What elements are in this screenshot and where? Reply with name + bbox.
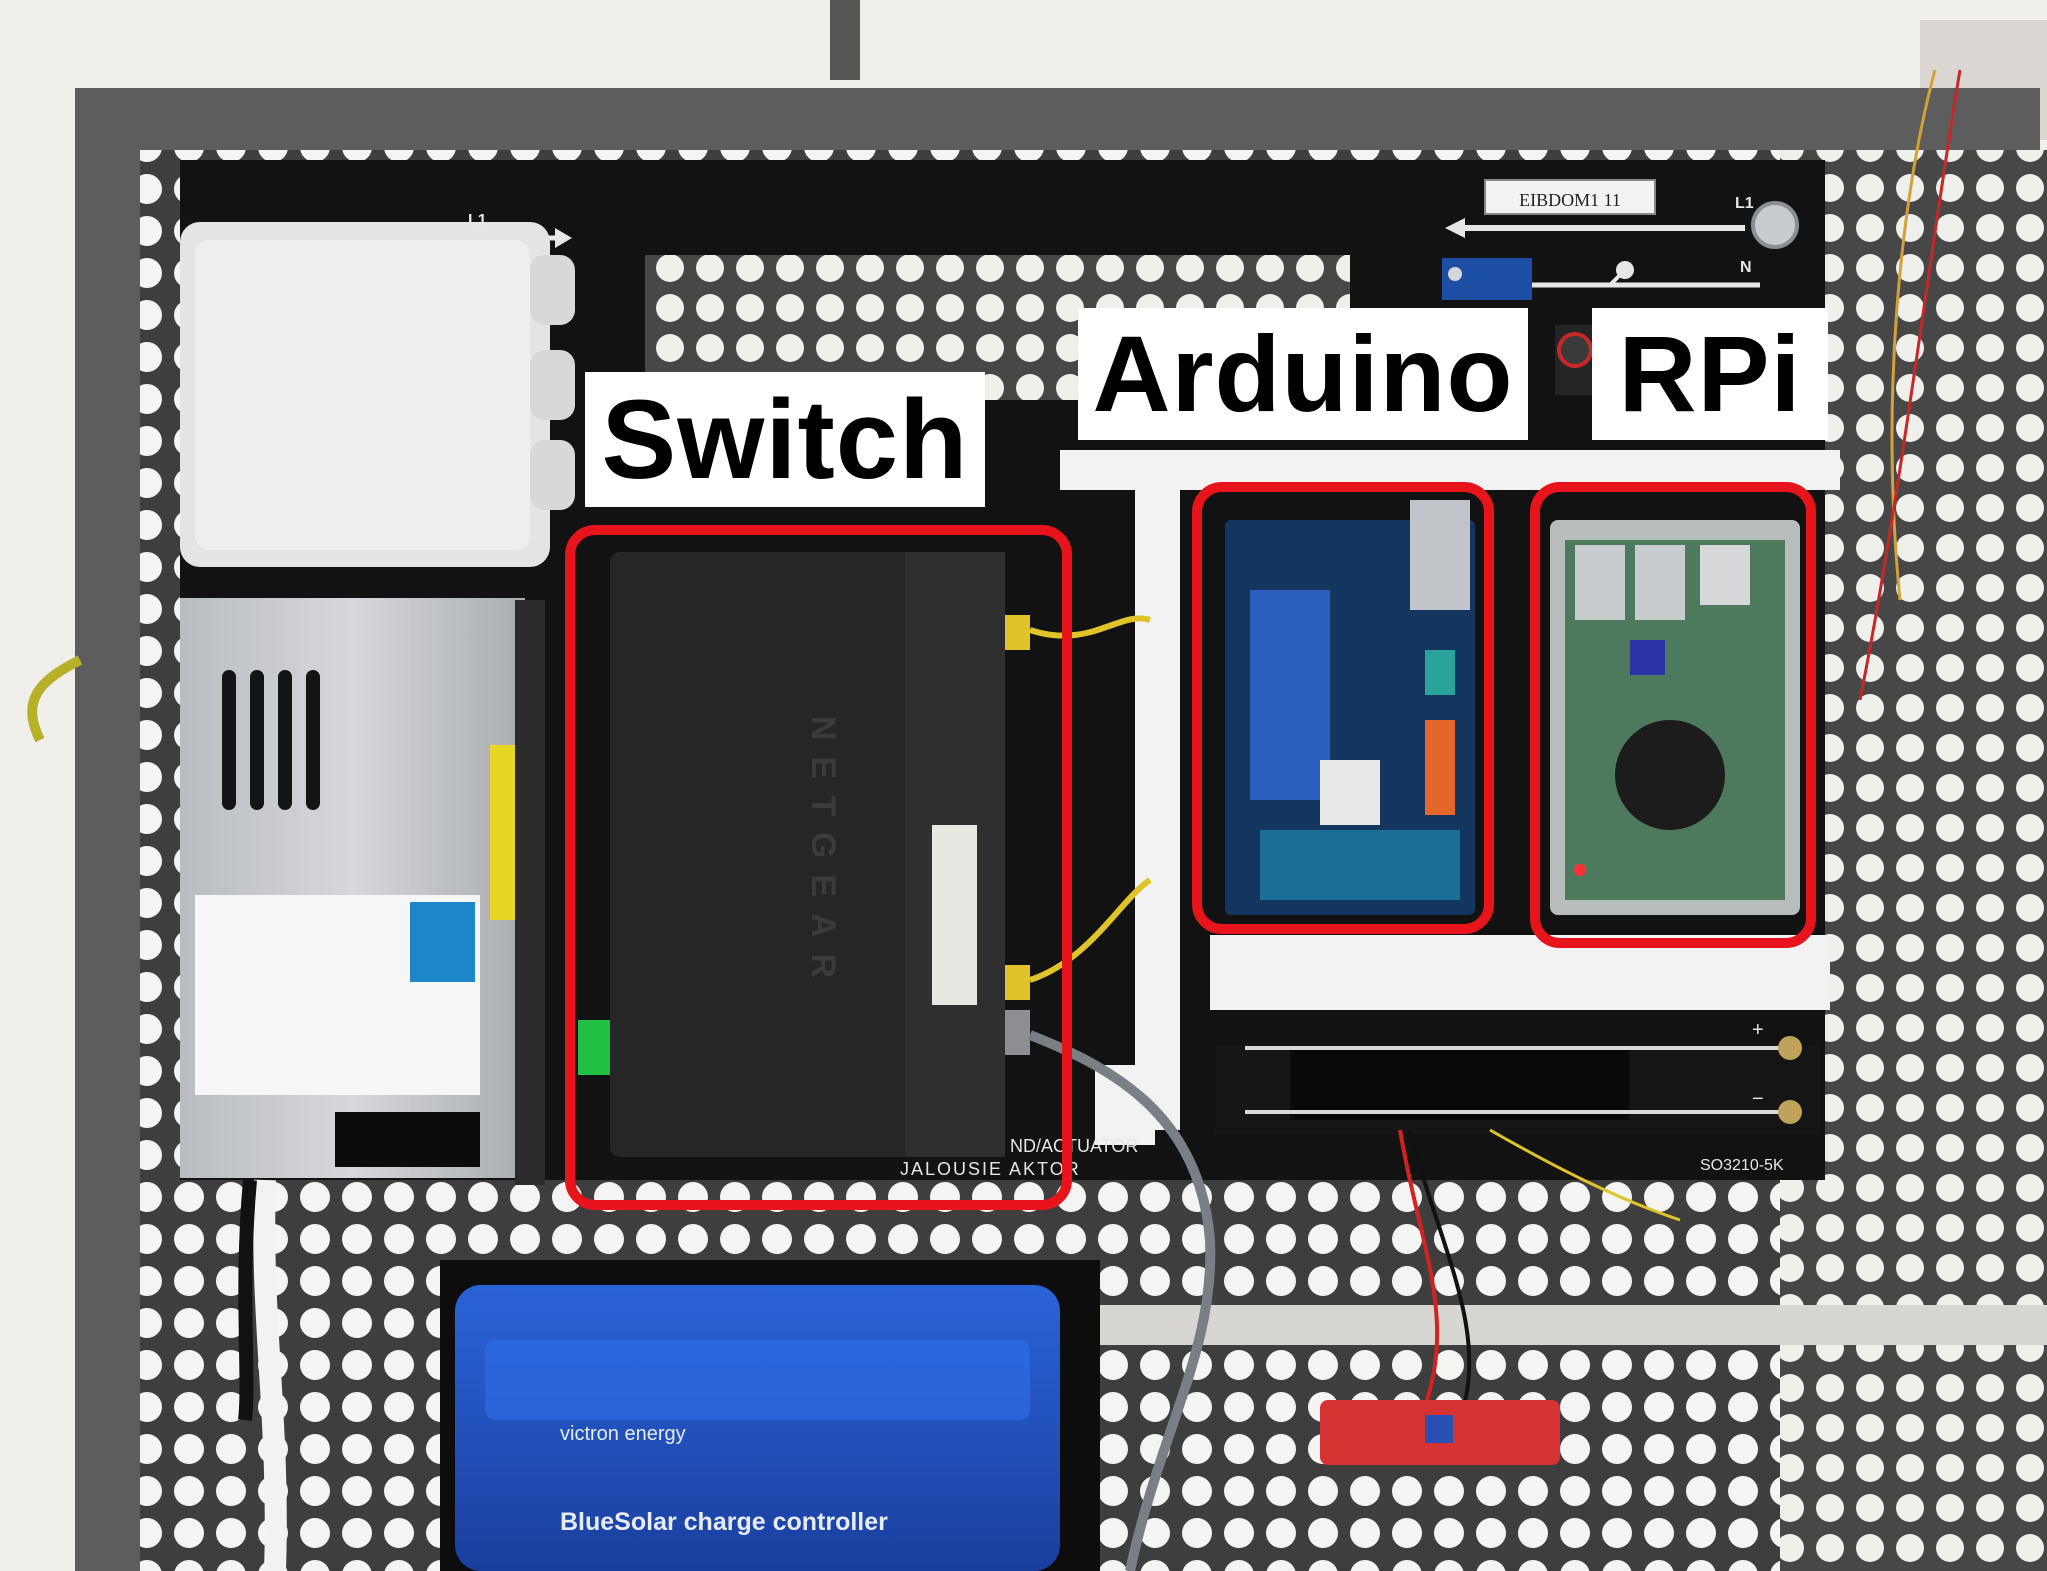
model-code-text: SO3210-5K: [1700, 1157, 1784, 1174]
actuator-line1-text: ND/ACTUATOR: [1010, 1136, 1138, 1156]
rpi-label: RPi: [1592, 308, 1828, 440]
plus-text: +: [1752, 1019, 1764, 1041]
arduino-label: Arduino: [1078, 308, 1528, 440]
arduino-board: [1225, 500, 1475, 915]
minus-text: −: [1752, 1088, 1764, 1110]
junction-box: [180, 222, 575, 567]
terminal-strip: [1215, 1036, 1820, 1135]
controller-brand-text: victron energy: [560, 1423, 686, 1445]
panel-tag-text: EIBDOM1 11: [1519, 190, 1621, 210]
l1-left-text: L1: [468, 212, 487, 229]
switch-highlight-box: [565, 525, 1072, 1210]
controller-model-text: BlueSolar charge controller: [560, 1508, 888, 1536]
network-switch: NETGEAR: [578, 552, 1030, 1157]
switch-label: Switch: [585, 372, 985, 507]
n-text: N: [1740, 259, 1752, 276]
charge-controller: victron energy BlueSolar charge controll…: [440, 1260, 1100, 1571]
rpi-highlight-box: [1530, 482, 1816, 948]
rpi-board: [1550, 520, 1800, 915]
cables: [27, 69, 1962, 1571]
power-supply: [180, 598, 545, 1185]
arduino-highlight-box: [1192, 482, 1494, 934]
switch-brand-text: NETGEAR: [804, 716, 842, 994]
white-bracket: [1060, 450, 1840, 1145]
l1-right-text: L1: [1735, 195, 1754, 212]
actuator-line2-text: JALOUSIE AKTOR: [900, 1159, 1081, 1179]
